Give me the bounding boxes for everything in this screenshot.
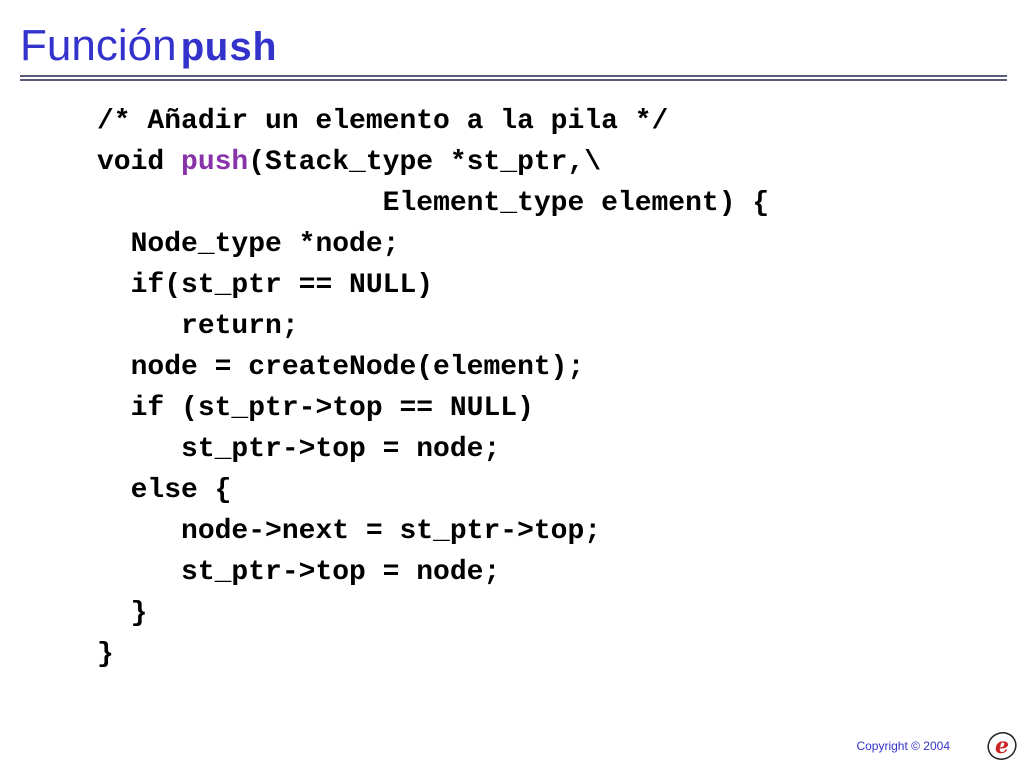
code-indent — [97, 229, 131, 260]
copyright-text: Copyright © 2004 — [856, 739, 950, 753]
svg-text:e: e — [995, 733, 1009, 759]
code-text: void — [97, 147, 182, 178]
code-line: st_ptr->top = node; — [97, 429, 769, 470]
title-code: push — [180, 28, 277, 73]
code-line: if (st_ptr->top == NULL) — [97, 388, 769, 429]
code-line: st_ptr->top = node; — [97, 552, 769, 593]
code-text: (Stack_type *st_ptr,\ — [248, 147, 602, 178]
title-word: Función — [20, 21, 177, 70]
code-indent — [97, 434, 181, 465]
e-logo-icon: e — [987, 732, 1017, 760]
code-line: if(st_ptr == NULL) — [97, 265, 769, 306]
code-indent — [97, 352, 131, 383]
code-indent — [97, 475, 131, 506]
code-text: Node_type *node; — [130, 229, 400, 260]
code-line: node = createNode(element); — [97, 347, 769, 388]
code-line: /* Añadir un elemento a la pila */ — [97, 101, 769, 142]
code-indent — [97, 270, 131, 301]
code-indent — [97, 311, 181, 342]
code-text: node = createNode(element); — [130, 352, 585, 383]
code-line: } — [97, 634, 769, 675]
code-indent — [97, 393, 131, 424]
code-line: Node_type *node; — [97, 224, 769, 265]
code-line: else { — [97, 470, 769, 511]
code-line: Element_type element) { — [97, 183, 769, 224]
code-text: node->next = st_ptr->top; — [181, 516, 602, 547]
code-text: if (st_ptr->top == NULL) — [130, 393, 534, 424]
code-text: st_ptr->top = node; — [181, 434, 501, 465]
slide-title: Función push — [20, 18, 277, 74]
title-divider — [20, 75, 1007, 81]
code-text: if(st_ptr == NULL) — [130, 270, 434, 301]
code-line: } — [97, 593, 769, 634]
code-indent — [97, 598, 131, 629]
code-text: st_ptr->top = node; — [181, 557, 501, 588]
code-indent — [97, 188, 383, 219]
code-text: Element_type element) { — [382, 188, 770, 219]
code-line: return; — [97, 306, 769, 347]
code-indent — [97, 557, 181, 588]
code-text: } — [130, 598, 148, 629]
code-line: node->next = st_ptr->top; — [97, 511, 769, 552]
code-text: /* Añadir un elemento a la pila */ — [97, 106, 669, 137]
code-text: else { — [130, 475, 232, 506]
code-block: /* Añadir un elemento a la pila */ void p… — [97, 101, 769, 675]
code-indent — [97, 516, 181, 547]
code-function-name: push — [181, 147, 249, 178]
code-line: void push(Stack_type *st_ptr,\ — [97, 142, 769, 183]
code-text: return; — [181, 311, 299, 342]
code-text: } — [97, 639, 114, 670]
